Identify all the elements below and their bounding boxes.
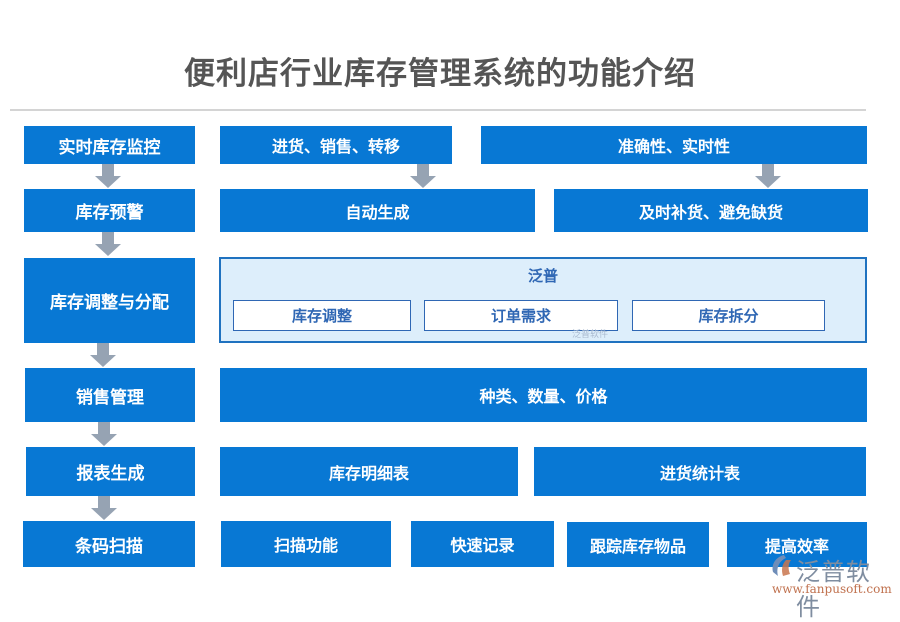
- arrow-down-icon: [755, 164, 781, 190]
- feature-track-items: 跟踪库存物品: [567, 522, 709, 567]
- arrow-down-icon: [91, 496, 117, 522]
- feature-purchase-stats-report: 进货统计表: [534, 447, 866, 496]
- sub-label: 库存拆分: [698, 307, 759, 325]
- feature-label: 提高效率: [764, 536, 829, 556]
- adjust-allocate-panel: 泛普 库存调整 订单需求 库存拆分: [219, 257, 867, 343]
- watermark-text: 泛普软件: [572, 330, 609, 340]
- step-stock-alert: 库存预警: [24, 189, 195, 232]
- feature-purchase-sales-transfer: 进货、销售、转移: [220, 126, 452, 164]
- feature-scan-function: 扫描功能: [221, 521, 391, 567]
- feature-label: 跟踪库存物品: [589, 536, 686, 556]
- feature-timely-restock: 及时补货、避免缺货: [554, 189, 868, 232]
- feature-label: 库存明细表: [328, 463, 409, 483]
- feature-label: 快速记录: [450, 536, 515, 555]
- feature-label: 种类、数量、价格: [479, 387, 608, 406]
- feature-label: 自动生成: [345, 202, 410, 222]
- arrow-down-icon: [95, 164, 121, 190]
- arrow-down-icon: [90, 343, 116, 369]
- feature-label: 及时补货、避免缺货: [638, 202, 783, 222]
- feature-accuracy-realtime: 准确性、实时性: [481, 126, 867, 164]
- sub-stock-adjustment: 库存调整: [233, 300, 411, 331]
- brand-logo: 泛普软件 www.fanpusoft.com: [770, 552, 895, 621]
- step-stock-adjust-allocate: 库存调整与分配: [24, 258, 195, 343]
- feature-label: 进货、销售、转移: [271, 137, 400, 156]
- step-label: 实时库存监控: [58, 137, 161, 158]
- sub-label: 库存调整: [291, 307, 352, 325]
- step-label: 销售管理: [76, 387, 144, 408]
- step-sales-management: 销售管理: [25, 368, 195, 422]
- feature-label: 扫描功能: [273, 536, 338, 555]
- feature-quick-record: 快速记录: [411, 521, 554, 567]
- step-label: 库存调整与分配: [50, 293, 169, 313]
- step-label: 报表生成: [76, 464, 145, 484]
- step-report-generation: 报表生成: [26, 447, 195, 496]
- feature-label: 准确性、实时性: [617, 137, 730, 156]
- panel-title: 泛普: [527, 267, 558, 285]
- logo-mark-icon: [772, 555, 791, 576]
- feature-label: 进货统计表: [659, 463, 740, 483]
- sub-stock-split: 库存拆分: [632, 300, 825, 331]
- step-barcode-scanning: 条码扫描: [23, 521, 195, 567]
- logo-url: www.fanpusoft.com: [772, 582, 892, 596]
- arrow-down-icon: [91, 422, 117, 448]
- title-divider: [10, 109, 866, 111]
- page-title: 便利店行业库存管理系统的功能介绍: [184, 56, 696, 92]
- sub-order-demand: 订单需求: [424, 300, 618, 331]
- arrow-down-icon: [410, 164, 436, 190]
- step-label: 库存预警: [75, 203, 144, 223]
- feature-type-qty-price: 种类、数量、价格: [220, 368, 867, 422]
- step-realtime-monitoring: 实时库存监控: [24, 126, 195, 164]
- feature-auto-generate: 自动生成: [220, 189, 535, 232]
- feature-improve-efficiency: 提高效率: [727, 522, 867, 567]
- step-label: 条码扫描: [75, 536, 143, 557]
- sub-label: 订单需求: [490, 307, 551, 325]
- arrow-down-icon: [95, 232, 121, 258]
- feature-stock-detail-report: 库存明细表: [220, 447, 518, 496]
